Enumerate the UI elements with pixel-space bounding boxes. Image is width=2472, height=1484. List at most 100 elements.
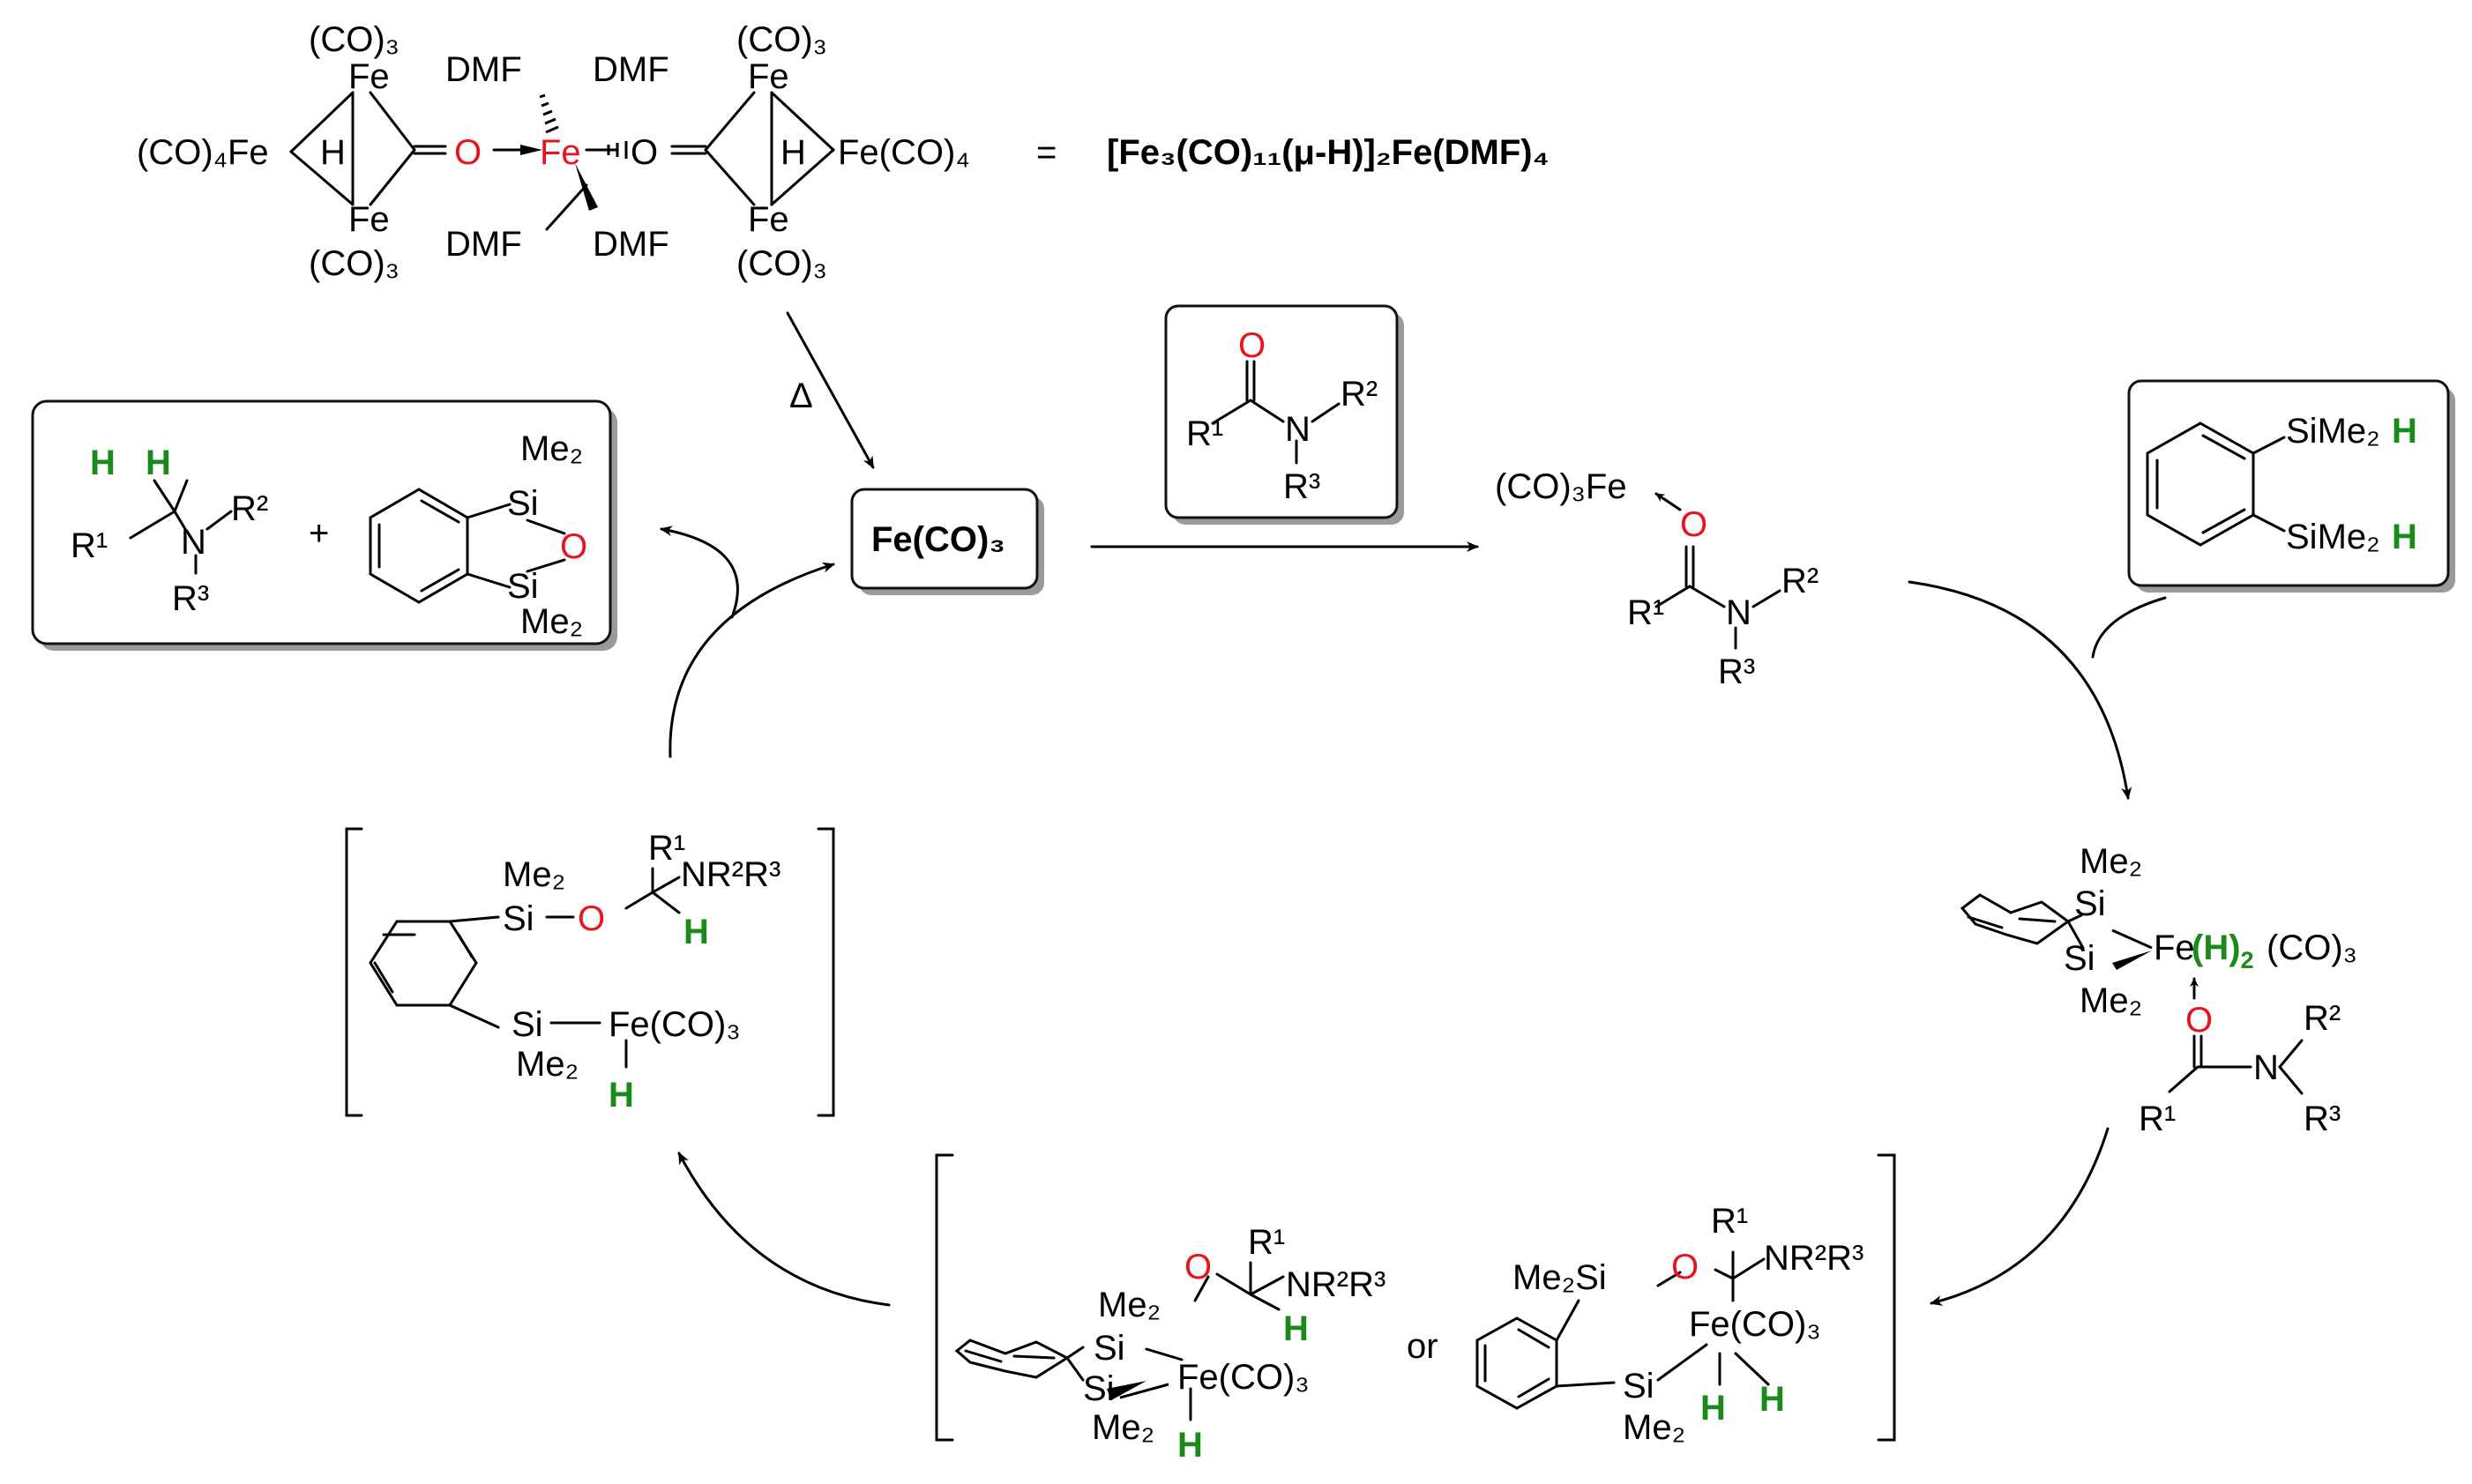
complex3b-hydride-2: H (1759, 1380, 1785, 1419)
complex3a-fe-co3: Fe(CO)₃ (1177, 1358, 1310, 1397)
catalyst-label: Fe(CO)₃ (871, 520, 1005, 559)
product-hydrogen-1: H (90, 444, 116, 482)
complex2-oxygen: O (2185, 1001, 2213, 1040)
complex1-r2: R² (1781, 562, 1819, 600)
complex3a-me2-top: Me₂ (1098, 1286, 1161, 1324)
product-r3: R³ (172, 579, 209, 618)
co4fe-left: (CO)₄Fe (137, 133, 269, 172)
siloxane-si-top: Si (507, 484, 539, 523)
complex1-r1: R¹ (1627, 593, 1664, 632)
complex4-me2-bottom: Me₂ (516, 1045, 579, 1084)
complex4-si-top: Si (503, 899, 534, 938)
fe-co4-right: Fe(CO)₄ (838, 133, 970, 172)
fe-atom-top-right: Fe (748, 57, 789, 96)
arrow-hydrosilylation (1930, 1127, 2110, 1306)
bridging-hydride-right: H (780, 133, 806, 172)
complex3b-nr2r3: NR²R³ (1764, 1239, 1863, 1278)
plus-sign: + (309, 514, 329, 553)
catalyst-box: Fe(CO)₃ (850, 488, 1044, 595)
complex2-r1: R¹ (2139, 1100, 2176, 1138)
complex2-me2-bottom: Me₂ (2080, 981, 2142, 1020)
complex4-nr2r3: NR²R³ (681, 855, 780, 894)
heat-symbol: Δ (789, 377, 813, 415)
dmf-ligand-top-left: DMF (445, 50, 522, 89)
complex4-si-bottom: Si (512, 1005, 543, 1044)
product-nitrogen: N (181, 523, 206, 562)
siloxane-oxygen: O (560, 527, 587, 566)
complex2-fe: Fe (2154, 928, 2195, 967)
complex1-nitrogen: N (1726, 593, 1751, 632)
complex2-si-bottom: Si (2064, 939, 2095, 978)
complex3a-r1: R¹ (1248, 1223, 1285, 1262)
fe-atom-bottom-right: Fe (748, 200, 789, 239)
complex1-r3: R³ (1718, 653, 1755, 691)
complex4-fe-co3: Fe(CO)₃ (609, 1005, 741, 1044)
cycle-arrows (660, 526, 2167, 1307)
complex2-si-top: Si (2074, 884, 2106, 923)
amide-r2: R² (1341, 375, 1378, 414)
silane-simeh-top: SiMe₂ (2286, 412, 2380, 451)
silane-hydrogen-bottom: H (2392, 518, 2417, 556)
complex2-r3: R³ (2304, 1100, 2341, 1138)
complex4-me2-top: Me₂ (503, 855, 565, 894)
complex3a-si-top: Si (1094, 1329, 1125, 1368)
arrow-product-release (660, 526, 739, 619)
amide-oxygen: O (1238, 326, 1266, 365)
complex3b-hydride-1: H (1700, 1389, 1726, 1428)
complex2-dihydride: (H)2 (2192, 928, 2254, 973)
complex3b-me2si: Me₂Si (1512, 1258, 1607, 1297)
co3-bottom-left: (CO)₃ (309, 244, 400, 283)
siloxane-me2-bottom: Me₂ (520, 602, 583, 641)
complex1-oxygen: O (1680, 505, 1707, 544)
dmf-ligand-top-right: DMF (593, 50, 669, 89)
arrow-to-silyl-ether (677, 1152, 891, 1307)
complex3b-me2: Me₂ (1623, 1408, 1685, 1447)
complex1-co3fe: (CO)₃Fe (1495, 467, 1627, 506)
dmf-ligand-bottom-right: DMF (593, 225, 669, 264)
silane-hydrogen-top: H (2392, 412, 2417, 451)
product-r2: R² (231, 489, 268, 528)
complex3a-nr2r3: NR²R³ (1286, 1265, 1385, 1304)
arrow-silane-entry (2091, 596, 2167, 659)
complex3a-oxygen: O (1184, 1248, 1212, 1286)
activation-arrow (786, 311, 875, 469)
insertion-intermediate-bracket: R¹ NR²R³ Me₂ O H Si Fe(CO)₃ Si Me₂ H or … (935, 1153, 1896, 1465)
fe-center: Fe (540, 133, 581, 172)
bridging-hydride-left: H (320, 133, 346, 172)
amide-r3: R³ (1283, 467, 1320, 506)
siloxane-si-bottom: Si (507, 567, 539, 606)
amide-box: O R¹ N R² R³ (1164, 304, 1404, 525)
equals-sign: = (1036, 133, 1057, 172)
complex2-r2: R² (2304, 999, 2341, 1038)
complex3a-si-bottom: Si (1083, 1369, 1115, 1408)
amide-coordinated-complex: (CO)₃Fe O R¹ N R² R³ (1495, 467, 1819, 691)
complex2-nitrogen: N (2253, 1048, 2279, 1087)
complex3b-si: Si (1623, 1367, 1654, 1406)
complex4-oxygen: O (578, 899, 605, 938)
fe-atom-bottom-left: Fe (348, 200, 390, 239)
silane-simeh-bottom: SiMe₂ (2286, 518, 2380, 556)
co3-top-left: (CO)₃ (309, 20, 400, 59)
complex4-carbon-hydrogen: H (683, 913, 709, 951)
product-r1: R¹ (71, 526, 108, 565)
precatalyst-formula: [Fe₃(CO)₁₁(μ-H)]₂Fe(DMF)₄ (1107, 133, 1550, 172)
silyl-ether-intermediate: R¹ Me₂ NR²R³ Si O H Si Fe(CO)₃ Me₂ H (345, 827, 835, 1117)
complex2-me2-top: Me₂ (2080, 842, 2142, 881)
complex3a-me2-bottom: Me₂ (1092, 1408, 1154, 1447)
complex3b-oxygen: O (1671, 1248, 1699, 1286)
fe-atom-top-left: Fe (348, 57, 390, 96)
or-label: or (1407, 1327, 1438, 1366)
iron-dihydride-complex: Me₂ Si Fe (H)2 (CO)₃ Si Me₂ O N R² R¹ R³ (1960, 842, 2357, 1138)
complex3a-carbon-hydrogen: H (1283, 1309, 1309, 1348)
arrow-silane-addition (1908, 580, 2132, 800)
complex4-fe-hydride: H (609, 1076, 634, 1115)
product-hydrogen-2: H (146, 444, 171, 482)
amide-nitrogen: N (1285, 410, 1311, 449)
siloxane-me2-top: Me₂ (520, 429, 583, 468)
complex4-r1: R¹ (648, 829, 685, 868)
dmf-ligand-bottom-left: DMF (445, 225, 522, 264)
complex3b-r1: R¹ (1711, 1202, 1748, 1241)
complex3b-fe-co3: Fe(CO)₃ (1689, 1305, 1821, 1344)
precatalyst-structure: (CO)₃ Fe (CO)₄Fe H Fe (CO)₃ O Fe DMF DMF… (137, 20, 1550, 283)
